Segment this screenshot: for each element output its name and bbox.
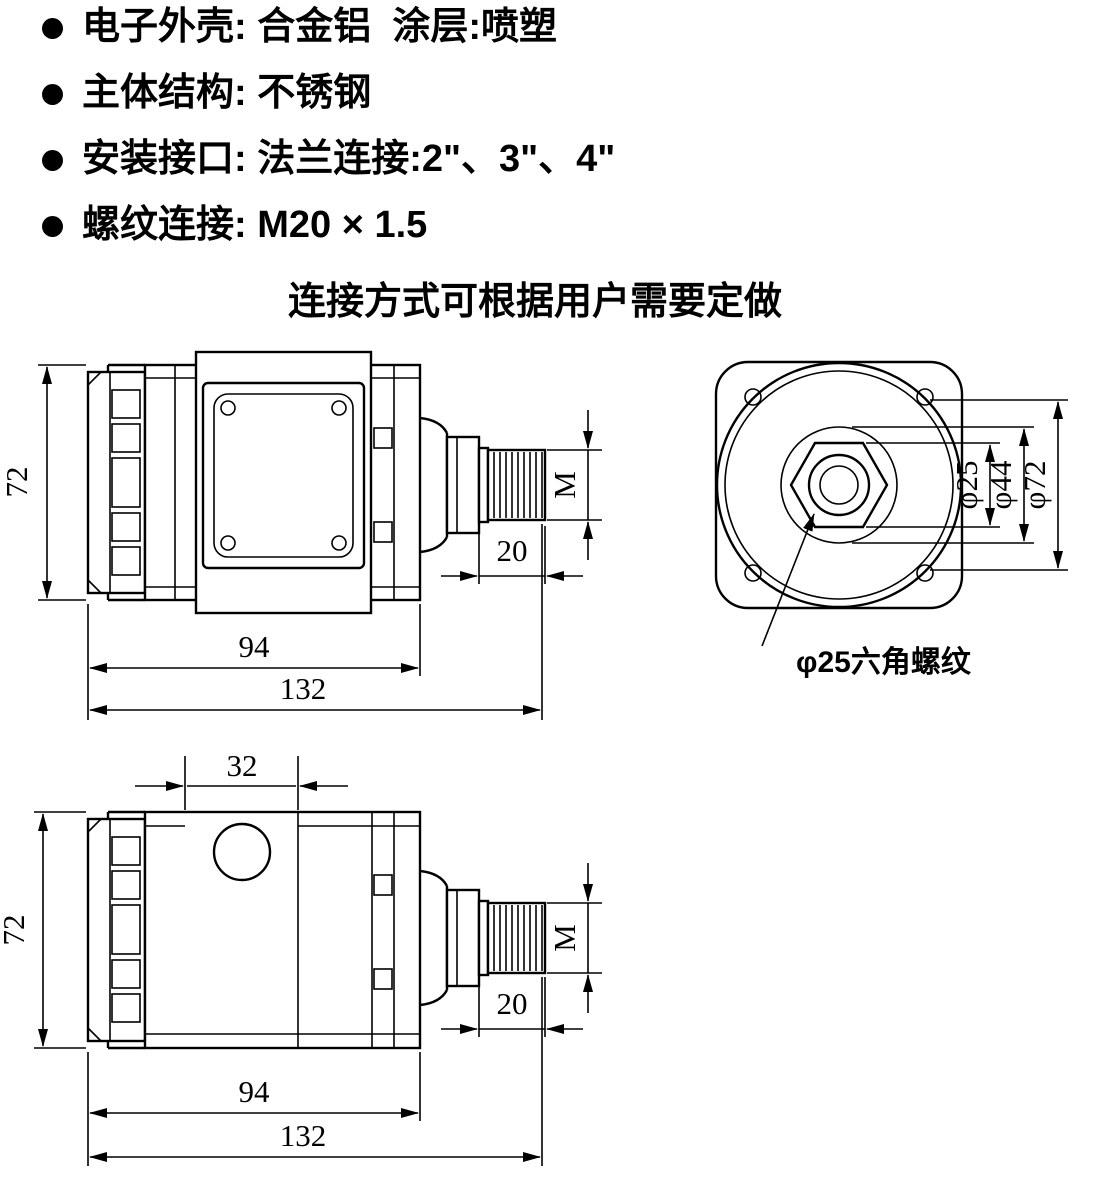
dim-label-132: 132 — [280, 671, 327, 706]
hex-callout: φ25六角螺纹 — [761, 513, 972, 679]
custom-note: 连接方式可根据用户需要定做 — [288, 281, 783, 323]
spec-item-housing: 电子外壳: 合金铝 涂层:喷塑 — [42, 6, 782, 50]
dim-label-94: 94 — [239, 1074, 271, 1109]
screw-hole — [331, 400, 347, 416]
bullet-icon — [42, 17, 63, 39]
dim-label-phi25: φ25 — [949, 461, 984, 510]
dim-phi25: φ25 — [866, 442, 1000, 528]
dim-body-94: 94 — [87, 604, 421, 676]
dim-thread-20: 20 — [441, 526, 583, 584]
dim-height-72: 72 — [0, 811, 86, 1049]
dim-label-phi44: φ44 — [983, 460, 1018, 509]
display-panel — [201, 381, 366, 570]
thread-connector — [419, 416, 547, 554]
screw-hole — [220, 535, 236, 551]
dim-label-72: 72 — [0, 915, 31, 946]
thread-connector — [419, 869, 547, 1007]
bullet-icon — [42, 83, 63, 105]
hex-callout-label: φ25六角螺纹 — [796, 646, 972, 679]
thread-hatch — [493, 452, 543, 518]
dim-overall-132: 132 — [87, 524, 543, 720]
dim-label-20: 20 — [497, 533, 528, 568]
dim-overall-132: 132 — [87, 977, 543, 1166]
screw-hole — [220, 400, 236, 416]
spec-item-label: 螺纹连接: M20 × 1.5 — [82, 204, 428, 247]
dim-label-M: M — [547, 471, 582, 499]
dim-thread-M: M — [547, 863, 602, 1013]
dim-phi44: φ44 — [852, 426, 1034, 544]
device-body — [106, 350, 422, 615]
bullet-icon — [42, 149, 63, 171]
spec-item-structure: 主体结构: 不锈钢 — [42, 72, 782, 116]
dim-boss-32: 32 — [135, 748, 348, 810]
center-bore-inner — [819, 465, 859, 505]
front-view: φ25 φ44 φ72 φ25六角螺纹 — [714, 360, 1068, 679]
screw-hole — [331, 535, 347, 551]
dim-label-M: M — [547, 924, 582, 952]
side-view-top: 72 94 132 20 M — [0, 350, 602, 720]
side-view-bottom: 32 72 M 20 94 — [0, 748, 602, 1166]
device-body — [106, 810, 422, 1050]
dim-label-72: 72 — [0, 467, 34, 498]
flange-profile — [86, 817, 147, 1043]
boss-circle — [780, 426, 898, 544]
outer-circle — [715, 361, 963, 609]
dim-phi72: φ72 — [930, 399, 1068, 571]
spec-item-label: 安装接口: 法兰连接:2"、3"、4" — [82, 138, 616, 181]
dim-label-20: 20 — [497, 986, 528, 1021]
flange-profile — [86, 370, 147, 595]
outer-circle-inner — [724, 370, 954, 600]
dim-thread-M: M — [547, 410, 602, 560]
spec-item-label: 电子外壳: 合金铝 涂层:喷塑 — [82, 6, 557, 49]
spec-list: 电子外壳: 合金铝 涂层:喷塑 主体结构: 不锈钢 安装接口: 法兰连接:2"、… — [42, 6, 782, 325]
dim-label-94: 94 — [239, 629, 271, 664]
conduit-circle — [212, 822, 272, 882]
dim-body-94: 94 — [87, 1052, 421, 1121]
thread-hatch — [493, 905, 543, 971]
hex-callout-leader — [761, 513, 815, 647]
dim-thread-20: 20 — [441, 977, 583, 1037]
spec-item-thread: 螺纹连接: M20 × 1.5 — [42, 204, 782, 248]
dim-label-phi72: φ72 — [1017, 461, 1052, 510]
dim-label-132: 132 — [280, 1118, 327, 1153]
spec-item-label: 主体结构: 不锈钢 — [82, 72, 372, 115]
spec-item-mounting: 安装接口: 法兰连接:2"、3"、4" — [42, 138, 782, 182]
dim-height-72: 72 — [0, 364, 86, 601]
bullet-icon — [42, 215, 63, 237]
dim-label-32: 32 — [227, 748, 258, 783]
